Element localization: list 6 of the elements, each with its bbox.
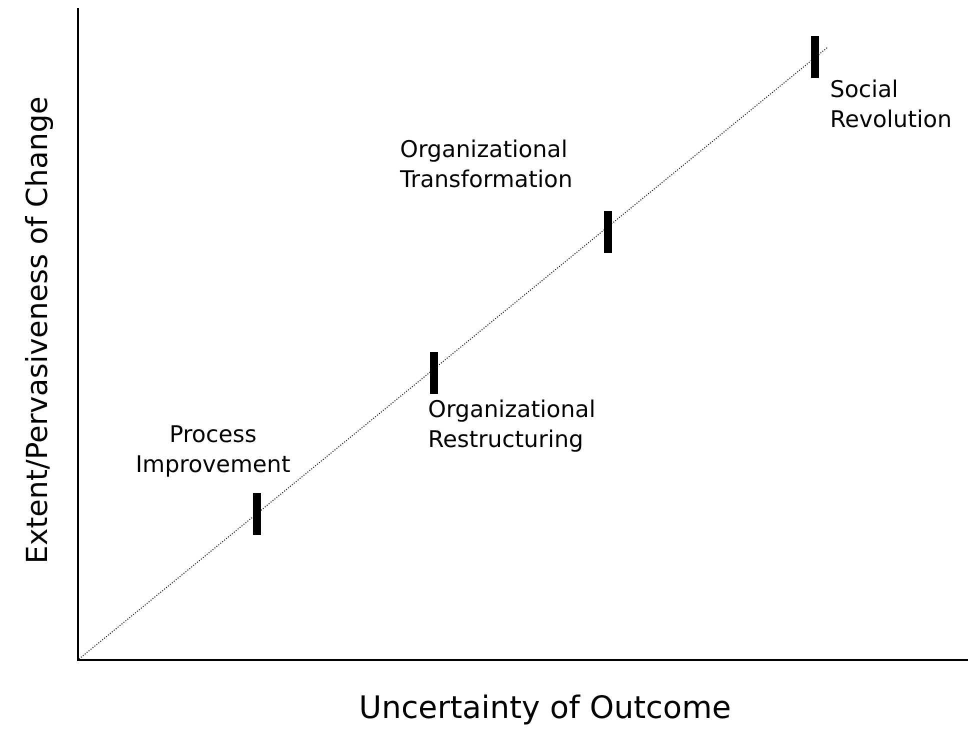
stage-label: Organizational Restructuring xyxy=(428,396,597,455)
y-axis-title: Extent/Pervasiveness of Change xyxy=(19,96,56,564)
stage-label: Social Revolution xyxy=(830,76,953,135)
stage-label: Organizational Transformation xyxy=(400,136,574,195)
x-axis-title: Uncertainty of Outcome xyxy=(358,689,732,728)
stage-label: Process Improvement xyxy=(134,421,292,480)
